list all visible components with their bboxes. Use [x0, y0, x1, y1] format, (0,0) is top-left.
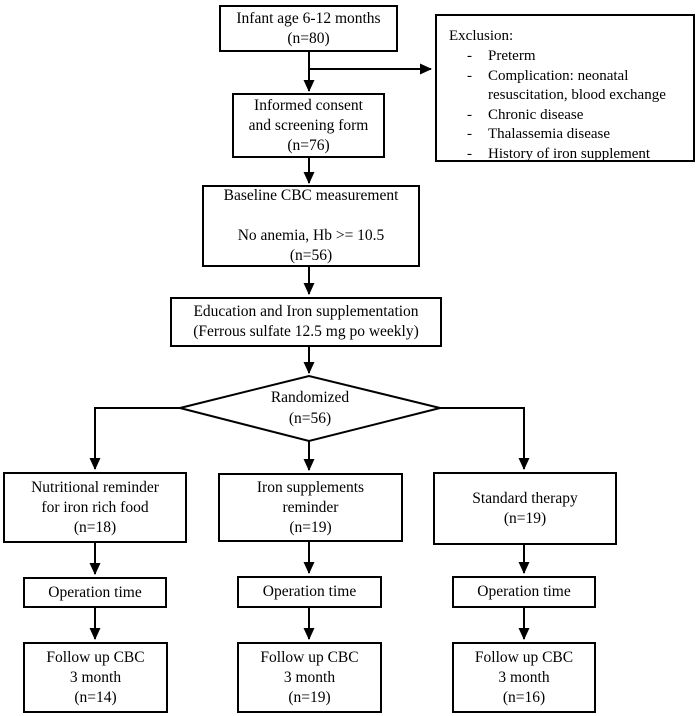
followup-cbc-box-right: Follow up CBC 3 month (n=16): [452, 642, 596, 713]
enrollment-line: Infant age 6-12 months: [236, 9, 381, 27]
consent-line: Informed consent: [254, 96, 363, 114]
arm-count: (n=19): [289, 518, 332, 536]
connector-randomized-arm-left: [89, 407, 182, 470]
arm-standard-therapy-box: Standard therapy (n=19): [433, 472, 617, 545]
arm-line: for iron rich food: [41, 498, 149, 516]
baseline-cbc-box: Baseline CBC measurement No anemia, Hb >…: [202, 185, 420, 267]
connector-randomized-arm-right: [438, 407, 530, 470]
exclusion-title: Exclusion:: [449, 28, 514, 44]
arm-nutritional-box: Nutritional reminder for iron rich food …: [3, 472, 187, 543]
enrollment-count: (n=80): [287, 29, 330, 47]
arm-line: Iron supplements: [256, 478, 365, 496]
operation-label: Operation time: [477, 583, 571, 600]
consent-line: and screening form: [248, 116, 369, 134]
followup-count: (n=14): [74, 688, 117, 706]
education-line: Education and Iron supplementation: [193, 303, 419, 320]
exclusion-item-text: History of iron supplement: [488, 145, 651, 162]
enrollment-box: Infant age 6-12 months (n=80): [219, 5, 398, 52]
followup-line: Follow up CBC: [474, 648, 574, 666]
followup-line: Follow up CBC: [260, 648, 359, 666]
followup-line: 3 month: [69, 668, 122, 686]
operation-label: Operation time: [262, 583, 357, 600]
followup-line: 3 month: [498, 668, 550, 686]
exclusion-item: - Chronic disease: [449, 106, 687, 126]
randomized-line: Randomized: [270, 389, 350, 406]
consent-count: (n=76): [287, 136, 330, 154]
followup-count: (n=16): [502, 688, 546, 706]
operation-time-box-left: Operation time: [23, 577, 167, 608]
arm-line: reminder: [282, 498, 339, 516]
baseline-count: (n=56): [289, 247, 333, 264]
exclusion-box: Exclusion: - Preterm - Complication: neo…: [435, 14, 695, 162]
randomized-label: Randomized (n=56): [240, 387, 380, 429]
arm-line: Nutritional reminder: [31, 478, 159, 496]
operation-time-box-right: Operation time: [452, 576, 596, 608]
consent-box: Informed consent and screening form (n=7…: [232, 93, 385, 158]
followup-cbc-box-mid: Follow up CBC 3 month (n=19): [237, 642, 382, 713]
exclusion-item: - Complication: neonatal resuscitation, …: [449, 67, 687, 106]
exclusion-item-text: Complication: neonatal resuscitation, bl…: [488, 67, 666, 104]
operation-label: Operation time: [48, 583, 142, 601]
education-box: Education and Iron supplementation (Ferr…: [170, 297, 442, 347]
arm-count: (n=18): [73, 518, 117, 536]
exclusion-item: - Thalassemia disease: [449, 125, 687, 145]
followup-count: (n=19): [288, 688, 331, 706]
exclusion-item: - History of iron supplement: [449, 145, 687, 165]
exclusion-item: - Preterm: [449, 47, 687, 67]
arm-iron-supplements-box: Iron supplements reminder (n=19): [218, 473, 403, 542]
randomized-count: (n=56): [288, 410, 332, 427]
followup-line: 3 month: [283, 668, 336, 686]
arm-line: Standard therapy: [472, 489, 578, 507]
list-dash: -: [467, 48, 472, 64]
exclusion-item-text: Preterm: [488, 48, 536, 64]
exclusion-item-text: Chronic disease: [488, 106, 584, 123]
baseline-line: Baseline CBC measurement: [223, 187, 399, 204]
followup-line: Follow up CBC: [46, 648, 145, 666]
followup-cbc-box-left: Follow up CBC 3 month (n=14): [23, 642, 168, 713]
list-dash: -: [467, 126, 472, 142]
operation-time-box-mid: Operation time: [237, 576, 382, 608]
arm-count: (n=19): [503, 509, 547, 527]
baseline-line: No anemia, Hb >= 10.5: [237, 227, 385, 244]
exclusion-item-text: Thalassemia disease: [488, 126, 611, 142]
list-dash: -: [467, 145, 472, 162]
list-dash: -: [467, 106, 472, 123]
list-dash: -: [467, 67, 472, 84]
education-line: (Ferrous sulfate 12.5 mg po weekly): [193, 323, 419, 340]
